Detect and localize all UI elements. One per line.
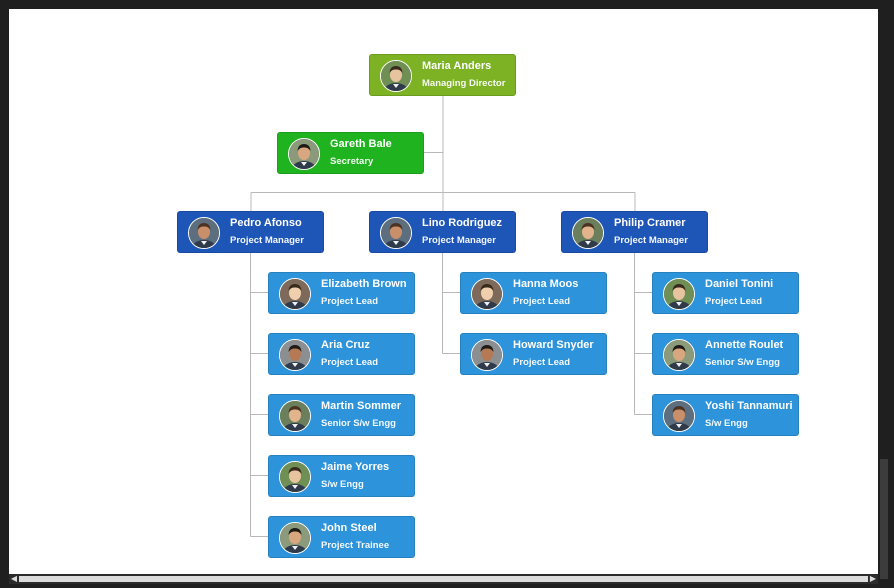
employee-role: Project Manager bbox=[230, 235, 304, 246]
employee-name: Jaime Yorres bbox=[321, 461, 390, 473]
employee-role: S/w Engg bbox=[321, 479, 364, 490]
employee-role: Senior S/w Engg bbox=[705, 357, 780, 368]
avatar bbox=[279, 339, 311, 371]
scroll-right-arrow-icon[interactable]: ▶ bbox=[869, 574, 877, 583]
vertical-scrollbar[interactable] bbox=[878, 9, 890, 579]
employee-role: Project Lead bbox=[321, 296, 379, 307]
employee-name: Maria Anders bbox=[422, 60, 492, 72]
avatar bbox=[380, 217, 412, 249]
avatar bbox=[279, 400, 311, 432]
avatar bbox=[288, 138, 320, 170]
employee-role: S/w Engg bbox=[705, 418, 748, 429]
employee-name: Annette Roulet bbox=[705, 339, 784, 351]
employee-role: Project Manager bbox=[422, 235, 496, 246]
employee-name: Philip Cramer bbox=[614, 217, 686, 229]
employee-name: Hanna Moos bbox=[513, 278, 579, 290]
avatar bbox=[279, 278, 311, 310]
employee-name: Martin Sommer bbox=[321, 400, 402, 412]
employee-role: Project Manager bbox=[614, 235, 688, 246]
horizontal-scroll-thumb[interactable] bbox=[19, 576, 868, 582]
employee-name: Yoshi Tannamuri bbox=[705, 400, 793, 412]
employee-name: John Steel bbox=[321, 522, 377, 534]
avatar bbox=[471, 339, 503, 371]
employee-role: Secretary bbox=[330, 156, 374, 167]
connector-lines bbox=[250, 96, 652, 537]
avatar bbox=[188, 217, 220, 249]
horizontal-scrollbar[interactable]: ◀ ▶ bbox=[9, 574, 878, 584]
vertical-scroll-thumb[interactable] bbox=[880, 459, 888, 579]
employee-name: Daniel Tonini bbox=[705, 278, 774, 290]
employee-role: Project Lead bbox=[705, 296, 763, 307]
employee-role: Project Trainee bbox=[321, 540, 390, 551]
employee-name: Howard Snyder bbox=[513, 339, 594, 351]
employee-name: Lino Rodriguez bbox=[422, 217, 503, 229]
avatar bbox=[380, 60, 412, 92]
avatar bbox=[663, 400, 695, 432]
employee-role: Project Lead bbox=[321, 357, 379, 368]
avatar bbox=[663, 278, 695, 310]
employee-name: Elizabeth Brown bbox=[321, 278, 407, 290]
employee-role: Project Lead bbox=[513, 357, 571, 368]
avatar bbox=[279, 522, 311, 554]
employee-name: Gareth Bale bbox=[330, 138, 392, 150]
avatar bbox=[572, 217, 604, 249]
employee-role: Managing Director bbox=[422, 78, 506, 89]
scroll-left-arrow-icon[interactable]: ◀ bbox=[10, 574, 18, 583]
employee-role: Project Lead bbox=[513, 296, 571, 307]
employee-name: Pedro Afonso bbox=[230, 217, 302, 229]
avatar bbox=[279, 461, 311, 493]
avatar bbox=[471, 278, 503, 310]
employee-role: Senior S/w Engg bbox=[321, 418, 396, 429]
employee-name: Aria Cruz bbox=[321, 339, 370, 351]
avatar bbox=[663, 339, 695, 371]
